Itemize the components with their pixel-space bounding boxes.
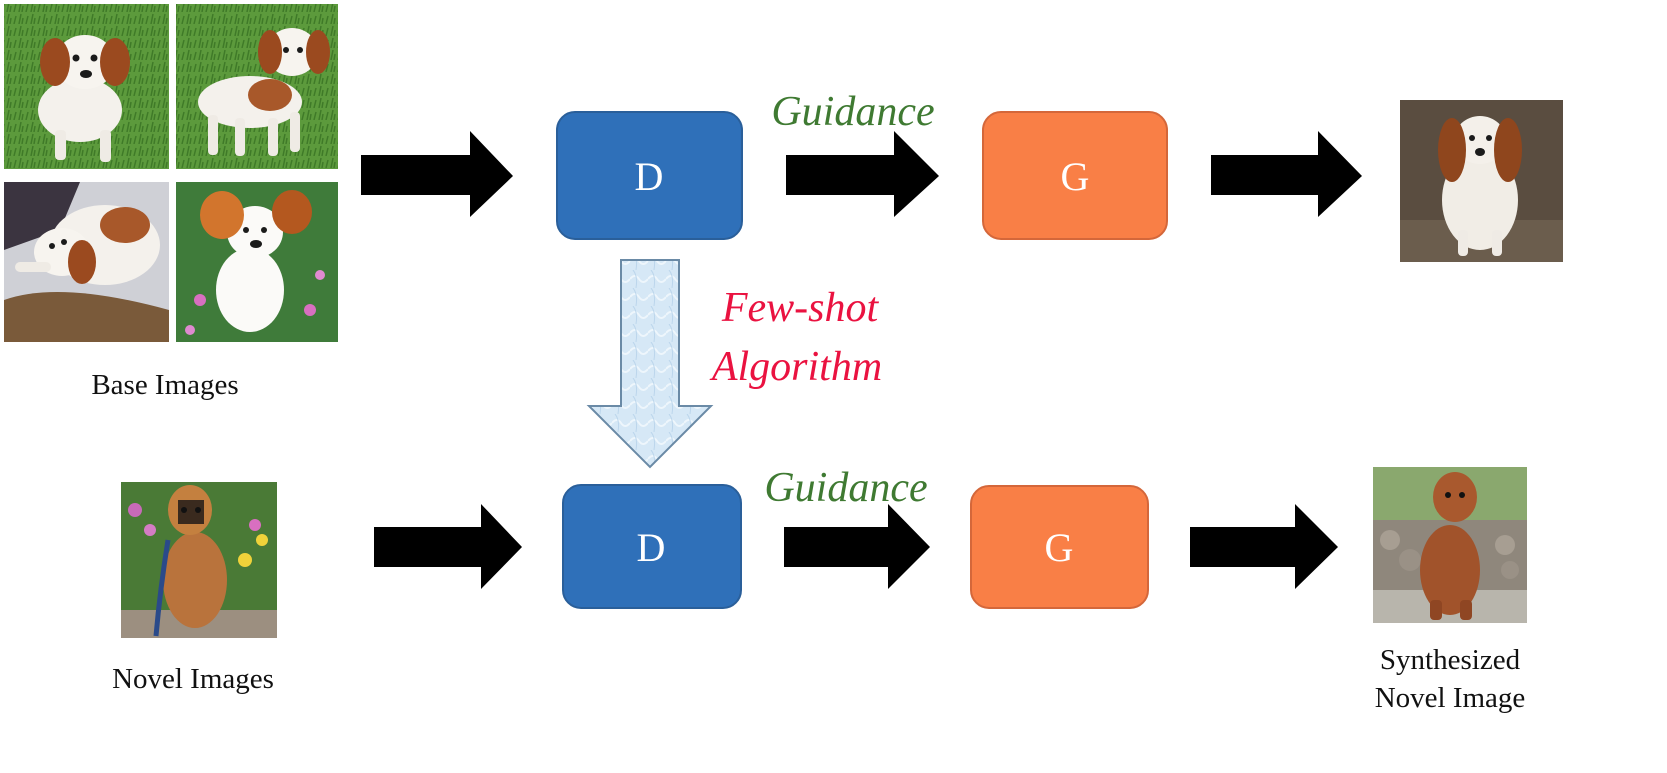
generator-label-bottom: G	[1045, 525, 1074, 570]
dog-photo-icon	[4, 4, 169, 169]
guidance-label-top: Guidance	[771, 89, 934, 135]
arrow-right-icon	[1211, 131, 1362, 217]
down-arrow-icon	[586, 259, 714, 469]
fewshot-label-line1: Few-shot	[721, 285, 880, 331]
discriminator-label-top: D	[635, 154, 664, 199]
generator-box-top	[982, 111, 1168, 240]
dog-photo-icon	[121, 482, 277, 638]
discriminator-box-bottom	[562, 484, 742, 609]
discriminator-label-bottom: D	[637, 525, 666, 570]
novel-images-caption: Novel Images	[112, 663, 274, 695]
base-images-grid	[4, 4, 338, 342]
arrow-right-icon	[784, 504, 930, 589]
dog-photo-icon	[1400, 100, 1563, 262]
arrow-right-icon	[374, 504, 522, 589]
arrow-right-icon	[361, 131, 513, 217]
synthesized-caption-line2: Novel Image	[1374, 682, 1526, 714]
dog-photo-icon	[4, 182, 169, 342]
arrow-right-icon	[786, 131, 939, 217]
base-images-caption: Base Images	[91, 369, 239, 401]
dog-photo-icon	[176, 4, 338, 169]
generator-box-bottom	[970, 485, 1149, 609]
discriminator-box-top	[556, 111, 743, 240]
dog-photo-icon	[1373, 467, 1527, 623]
arrow-right-icon	[1190, 504, 1338, 589]
synthesized-caption-line1: Synthesized	[1379, 644, 1521, 676]
guidance-label-bottom: Guidance	[764, 465, 927, 511]
generator-label-top: G	[1061, 154, 1090, 199]
fewshot-label-line2: Algorithm	[709, 344, 882, 390]
dog-photo-icon	[176, 182, 338, 342]
